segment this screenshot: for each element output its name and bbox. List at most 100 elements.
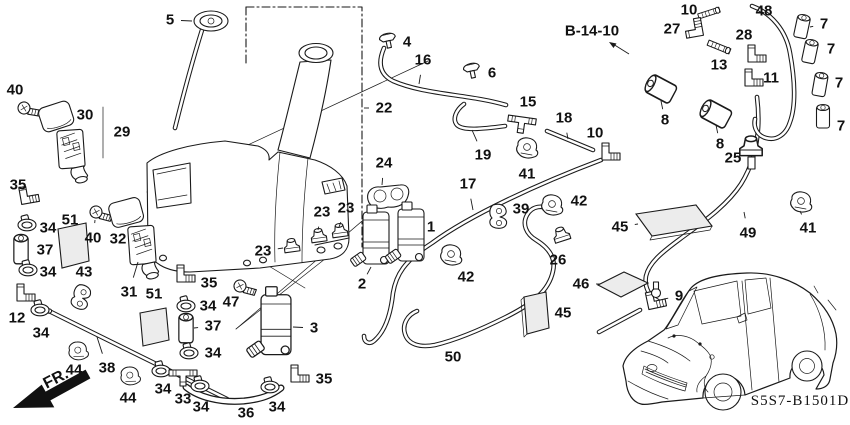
clip-41b [790, 191, 813, 213]
clip-44b [118, 364, 142, 388]
callout-35-4: 35 [10, 177, 27, 194]
leader-line [799, 210, 803, 215]
callout-38-17: 38 [99, 360, 116, 377]
leader-line [743, 211, 746, 219]
leader-line [634, 223, 639, 225]
leader-line [96, 336, 103, 354]
callout-34-21: 34 [193, 399, 210, 416]
callout-6-40: 6 [488, 65, 496, 82]
grommet-26 [550, 224, 572, 244]
callout-7-69: 7 [835, 75, 843, 92]
callout-19-41: 19 [475, 147, 492, 164]
leader-line [292, 326, 304, 328]
callout-13-64: 13 [711, 57, 728, 74]
callout-34-8: 34 [40, 264, 57, 281]
joint-35c [290, 364, 310, 383]
nozzle-cover-32 [106, 195, 146, 230]
callout-23-33: 23 [338, 200, 355, 217]
leader-line [566, 132, 569, 140]
tube-7c [811, 71, 830, 98]
callout-7-68: 7 [827, 41, 835, 58]
washer-pumps [245, 184, 425, 359]
cushion-pads [57, 204, 713, 347]
callout-11-65: 11 [763, 70, 779, 87]
joint-11 [744, 68, 764, 87]
leader-line [715, 124, 719, 134]
callout-22-34: 22 [376, 100, 393, 117]
joint-15 [505, 114, 537, 136]
leader-line [180, 20, 193, 22]
callout-26-50: 26 [550, 252, 567, 269]
clamp-34f [260, 375, 280, 394]
clip-44a [66, 339, 90, 363]
pump-bracket-24 [367, 184, 410, 209]
washer-tank [146, 42, 350, 273]
leader-line [277, 247, 284, 250]
callout-41-45: 41 [519, 166, 536, 183]
callout-37-7: 37 [37, 242, 54, 259]
callout-36-22: 36 [238, 405, 255, 422]
callout-5-0: 5 [166, 12, 174, 29]
nozzle-cover-30 [36, 99, 76, 134]
callout-18-43: 18 [556, 110, 573, 127]
callout-30-2: 30 [77, 107, 94, 124]
callout-32-10: 32 [110, 231, 127, 248]
callout-47-29: 47 [223, 294, 240, 311]
fittings [13, 6, 831, 394]
tube-37a [13, 233, 29, 265]
screw-40 [15, 99, 43, 122]
tube-8a [641, 72, 679, 105]
callout-15-42: 15 [520, 94, 537, 111]
callout-37-26: 37 [205, 318, 222, 335]
callout-45-52: 45 [612, 219, 629, 236]
clamp-34e [190, 374, 210, 393]
callout-33-20: 33 [175, 391, 192, 408]
callout-35-28: 35 [201, 275, 218, 292]
clip-42a [541, 194, 564, 216]
callout-4-38: 4 [403, 34, 412, 51]
filler-neck [277, 59, 332, 159]
leader-line [471, 129, 478, 142]
callout-27-62: 27 [664, 21, 681, 38]
callout-42-49: 42 [458, 269, 475, 286]
callout-3-30: 3 [310, 320, 318, 337]
callout-8-59: 8 [661, 112, 669, 129]
callout-46-51: 46 [573, 276, 590, 293]
callout-44-16: 44 [66, 362, 83, 379]
callout-45-53: 45 [555, 305, 572, 322]
nozzle-6 [462, 61, 482, 80]
clamp-34a [17, 213, 37, 232]
callout-49-55: 49 [740, 225, 757, 242]
callout-29-3: 29 [114, 124, 131, 141]
callout-44-18: 44 [120, 390, 137, 407]
leader-line [338, 221, 342, 228]
leader-line [809, 25, 814, 28]
callout-43-13: 43 [76, 264, 93, 281]
clip-43 [68, 282, 94, 312]
callout-42-48: 42 [571, 193, 588, 210]
tube-7d [815, 103, 831, 129]
fr-arrow-shape [13, 369, 91, 408]
nozzle-4 [378, 31, 398, 50]
callout-24-35: 24 [376, 155, 393, 172]
callout-17-46: 17 [460, 176, 477, 193]
joint-13 [706, 39, 732, 55]
callout-25-58: 25 [725, 150, 742, 167]
callout-34-23: 34 [269, 399, 286, 416]
callout-34-5: 34 [40, 220, 57, 237]
tube-7a [792, 12, 812, 40]
filler-cap [172, 10, 229, 131]
callout-34-25: 34 [200, 298, 217, 315]
clamp-34h [179, 341, 199, 360]
leader-line [366, 266, 372, 275]
callout-7-70: 7 [837, 118, 845, 135]
callout-2-37: 2 [358, 276, 366, 293]
callout-51-12: 51 [146, 286, 163, 303]
callout-41-56: 41 [800, 220, 817, 237]
joint-9 [644, 281, 668, 311]
leader-line [317, 226, 320, 231]
leader-line [132, 261, 139, 278]
clamp-34c [30, 298, 50, 317]
nozzle-assy-29 [50, 125, 94, 188]
